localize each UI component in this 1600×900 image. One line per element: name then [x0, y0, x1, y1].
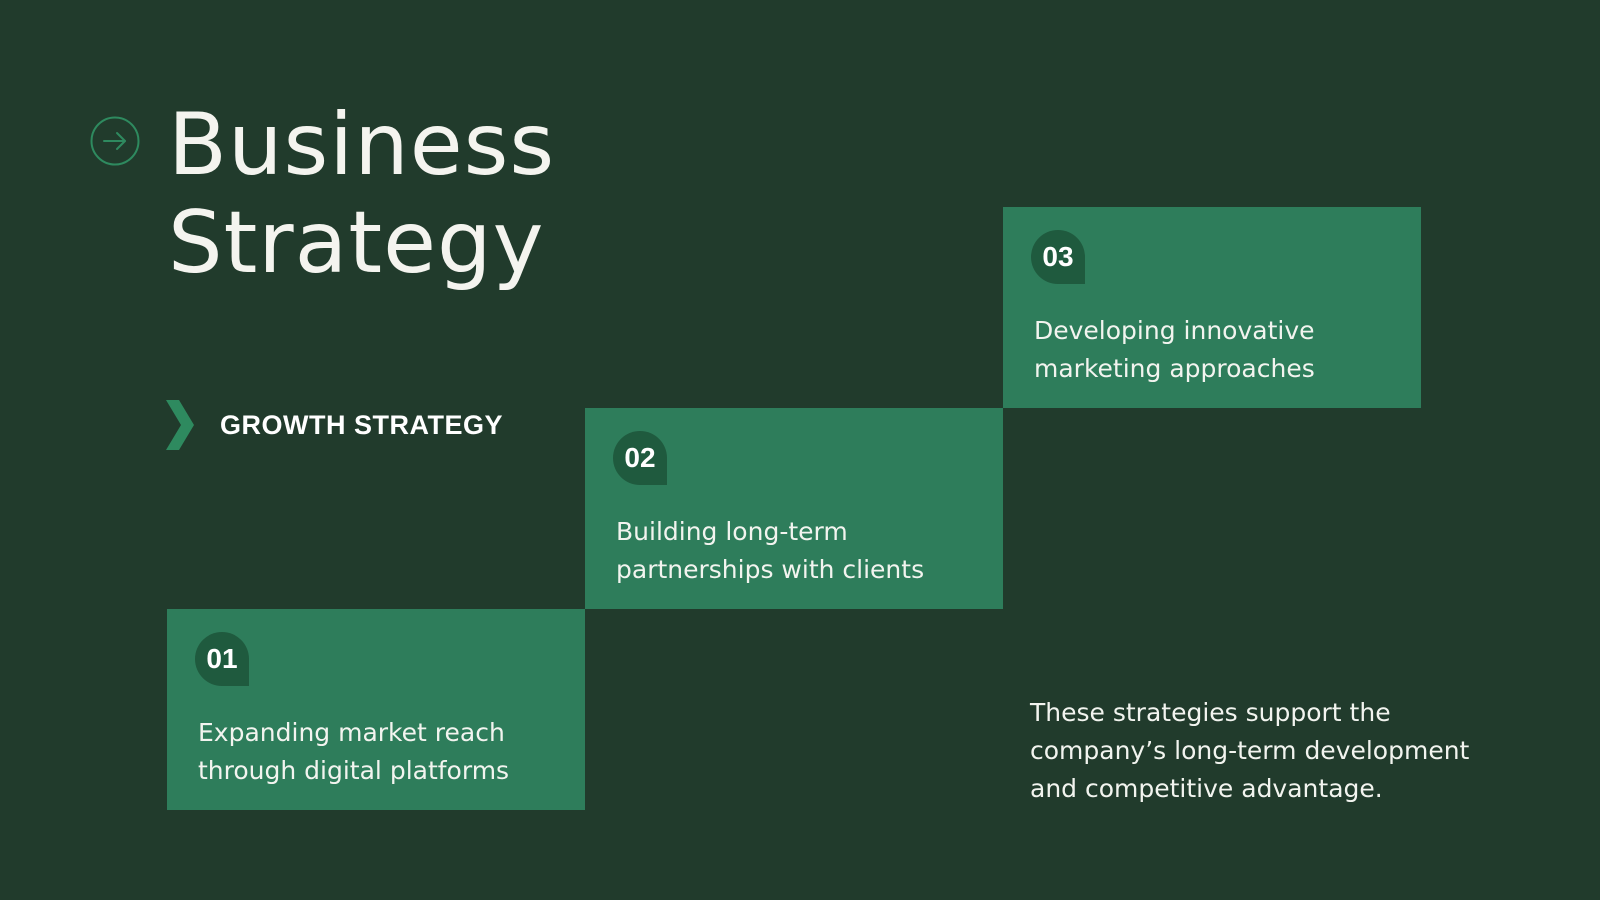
step-number-badge: 03	[1031, 230, 1085, 284]
closing-note: These strategies support the company’s l…	[1030, 698, 1470, 803]
arrow-right-circle-icon	[90, 116, 140, 166]
step-description: Expanding market reach through digital p…	[198, 718, 510, 785]
step-description: Developing innovative marketing approach…	[1034, 316, 1315, 383]
subheading-label: GROWTH STRATEGY	[220, 409, 503, 440]
title-line-2: Strategy	[168, 193, 545, 293]
step-number-badge: 02	[613, 431, 667, 485]
step-description: Building long-term partnerships with cli…	[616, 517, 925, 584]
step-number-badge: 01	[195, 632, 249, 686]
step-card-03: 03 Developing innovative marketing appro…	[1003, 207, 1421, 408]
chevron-right-icon	[166, 400, 194, 450]
step-card-01: 01 Expanding market reach through digita…	[167, 609, 585, 810]
title-line-1: Business	[168, 95, 556, 195]
step-card-02: 02 Building long-term partnerships with …	[585, 408, 1003, 609]
growth-strategy-heading: GROWTH STRATEGY	[166, 400, 503, 450]
page-title: Business Strategy	[168, 96, 555, 292]
